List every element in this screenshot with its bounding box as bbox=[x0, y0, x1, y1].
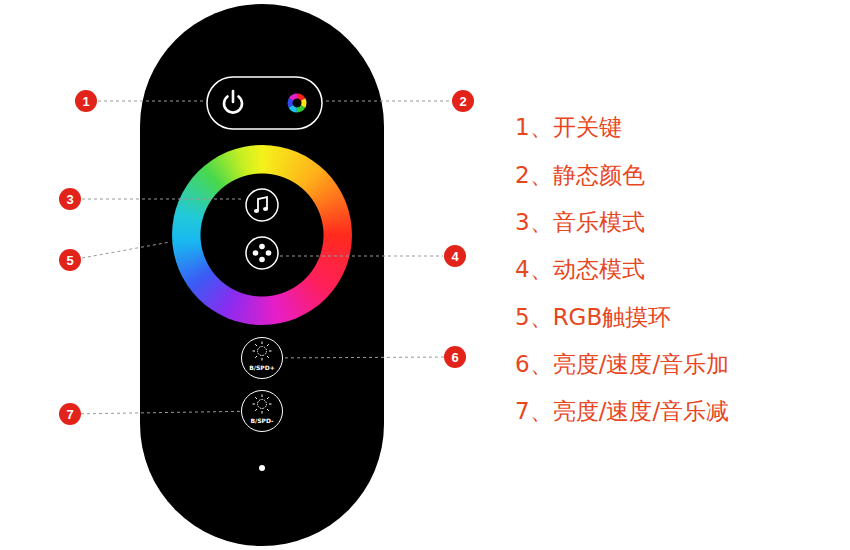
brightness-button: B/SPD- bbox=[241, 390, 283, 432]
callout-number: 3 bbox=[59, 188, 81, 210]
rgb-touch-ring bbox=[172, 145, 352, 325]
callout-text: 7 bbox=[66, 408, 73, 421]
leader-lines bbox=[82, 101, 451, 258]
legend-item-text: 1、开关键 bbox=[515, 114, 622, 142]
callout-text: 5 bbox=[66, 254, 73, 267]
sun-icons bbox=[253, 342, 272, 414]
button-label: B/SPD+ bbox=[242, 365, 282, 371]
legend-item-text: 7、亮度/速度/音乐减 bbox=[515, 398, 729, 426]
callout-number: 6 bbox=[444, 346, 466, 368]
top-button-panel bbox=[207, 77, 322, 129]
callout-text: 4 bbox=[451, 250, 458, 263]
callout-text: 6 bbox=[451, 351, 458, 364]
music-button bbox=[246, 189, 278, 221]
legend-item-text: 5、RGB触摸环 bbox=[515, 304, 671, 332]
button-label: B/SPD- bbox=[242, 418, 282, 424]
callout-number: 7 bbox=[59, 403, 81, 425]
legend-item-text: 6、亮度/速度/音乐加 bbox=[515, 351, 729, 379]
callout-number: 1 bbox=[75, 90, 97, 112]
music-note-icon bbox=[254, 197, 268, 213]
color-wheel-icon bbox=[290, 96, 304, 110]
callout-number: 2 bbox=[452, 90, 474, 112]
leader-line bbox=[81, 411, 241, 414]
indicator-dot bbox=[259, 465, 265, 471]
brightness-button: B/SPD+ bbox=[241, 337, 283, 379]
callout-text: 1 bbox=[82, 95, 89, 108]
callout-number: 4 bbox=[444, 245, 466, 267]
remote-housing bbox=[140, 4, 384, 546]
dynamic-dots-icon bbox=[253, 244, 272, 263]
callout-text: 3 bbox=[66, 193, 73, 206]
dynamic-button bbox=[246, 237, 278, 269]
power-icon bbox=[224, 91, 242, 113]
legend-item-text: 3、音乐模式 bbox=[515, 209, 645, 237]
legend-item-text: 4、动态模式 bbox=[515, 256, 645, 284]
leader-line bbox=[283, 357, 444, 359]
callout-number: 5 bbox=[59, 249, 81, 271]
callout-text: 2 bbox=[459, 95, 466, 108]
sun-icon-minus bbox=[253, 395, 272, 414]
sun-icon-plus bbox=[253, 342, 272, 361]
legend-item-text: 2、静态颜色 bbox=[515, 162, 645, 190]
